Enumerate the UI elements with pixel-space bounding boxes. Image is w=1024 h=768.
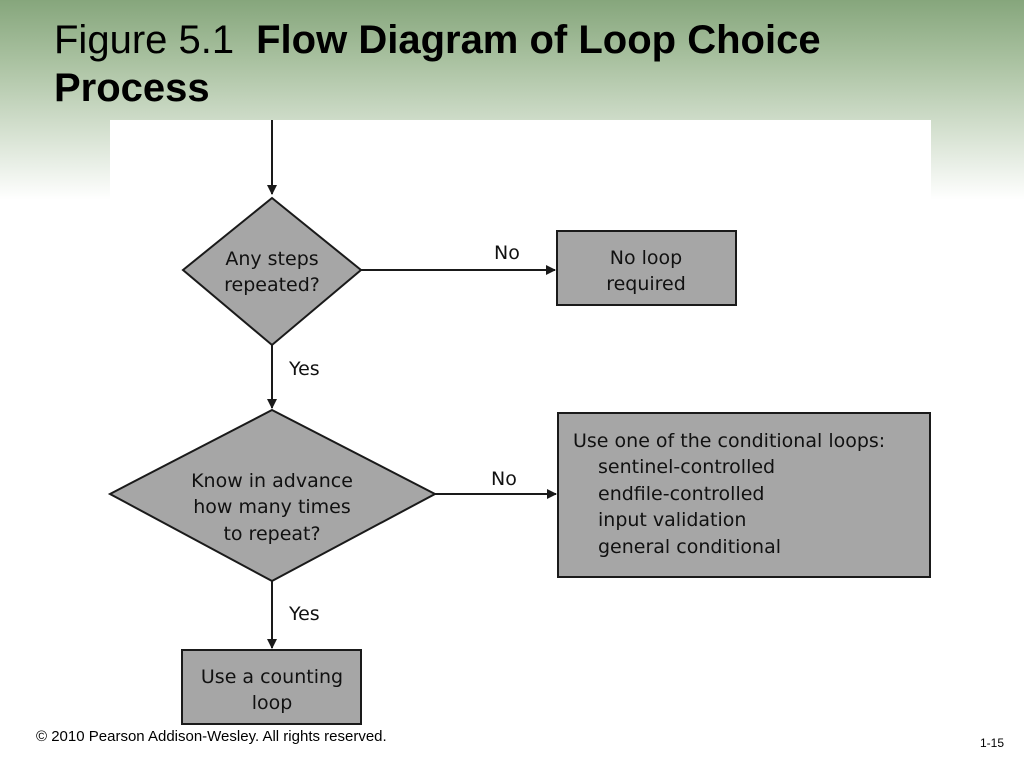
no-loop-line2: required <box>606 273 686 295</box>
decision1-line2: repeated? <box>224 274 320 296</box>
figure-title: Flow Diagram of Loop Choice Process <box>54 18 821 110</box>
conditional-loops-box <box>557 412 931 578</box>
conditional-item: sentinel-controlled <box>598 456 775 478</box>
conditional-item: general conditional <box>598 536 781 558</box>
yes-label-1: Yes <box>288 358 320 380</box>
decision1-line1: Any steps <box>225 248 318 270</box>
counting-loop-box <box>181 649 362 725</box>
yes-label-2: Yes <box>288 603 320 625</box>
conditional-heading: Use one of the conditional loops: <box>573 430 885 452</box>
no-label-2: No <box>491 468 517 490</box>
decision-any-steps-repeated <box>181 196 363 347</box>
decision-know-in-advance <box>107 408 438 583</box>
no-loop-required-box <box>556 230 737 306</box>
counting-line2: loop <box>252 692 293 714</box>
decision2-line2: how many times <box>193 496 351 518</box>
counting-line1: Use a counting <box>201 666 343 688</box>
conditional-item: input validation <box>598 509 746 531</box>
page-number: 1-15 <box>979 736 1004 750</box>
no-label-1: No <box>494 242 520 264</box>
decision2-line1: Know in advance <box>191 470 353 492</box>
conditional-item: endfile-controlled <box>598 483 764 505</box>
decision2-line3: to repeat? <box>223 523 320 545</box>
figure-label: Figure 5.1 <box>54 18 235 62</box>
copyright-notice: © 2010 Pearson Addison-Wesley. All right… <box>36 728 387 745</box>
no-loop-line1: No loop <box>610 247 682 269</box>
